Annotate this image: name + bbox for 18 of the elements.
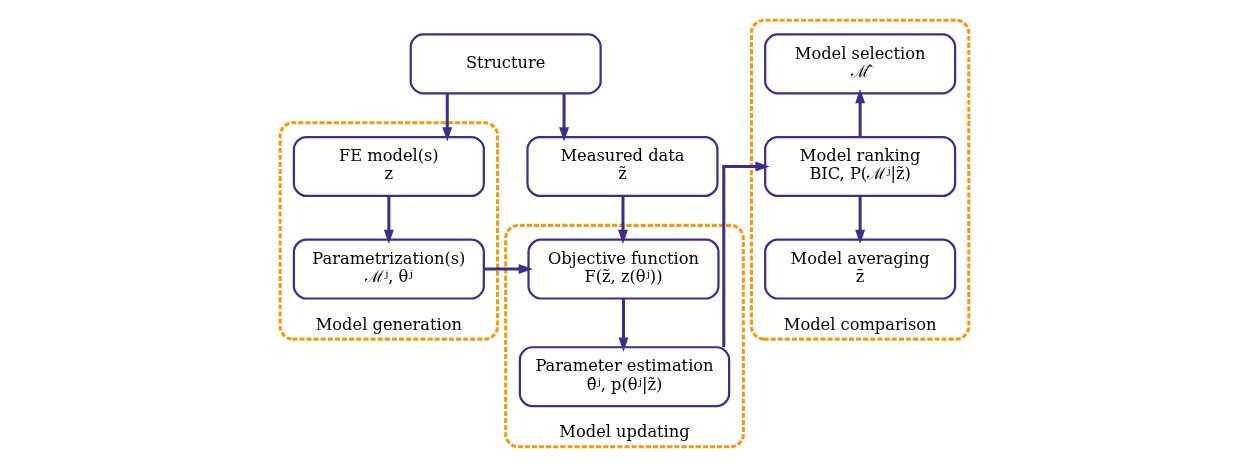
node-box: Objective function F(z̃, z(θʲ)) bbox=[526, 238, 720, 300]
arrow bbox=[854, 88, 865, 137]
node-box: Measured data z̃ bbox=[525, 135, 719, 198]
arrow bbox=[483, 264, 533, 275]
node-box: Model averaging z̄ bbox=[763, 238, 956, 300]
node-box: Model selection ℳ̂ bbox=[763, 33, 956, 95]
arrow bbox=[854, 196, 865, 245]
arrow bbox=[441, 93, 452, 142]
node-box: Model ranking BIC, P(ℳʲ|z̃) bbox=[763, 135, 956, 198]
arrow bbox=[721, 161, 770, 348]
node-box: Parameter estimation θ̂ʲ, p(θʲ|z̃) bbox=[518, 346, 730, 408]
node-box: Structure bbox=[409, 33, 602, 95]
node-box: FE model(s) z bbox=[292, 135, 485, 198]
arrow bbox=[618, 298, 628, 352]
arrow bbox=[558, 93, 569, 142]
arrow bbox=[617, 196, 628, 245]
arrow bbox=[383, 196, 394, 245]
node-box: Parametrization(s) ℳʲ, θʲ bbox=[292, 238, 485, 300]
